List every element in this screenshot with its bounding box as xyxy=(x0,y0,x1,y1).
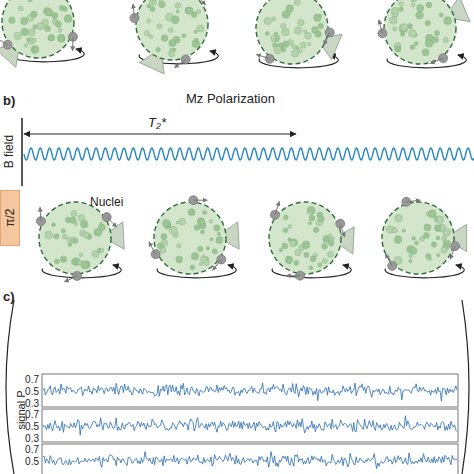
nucleus-sphere xyxy=(0,0,84,67)
tick-label: 0.5 xyxy=(25,456,39,467)
axis-line xyxy=(21,118,23,186)
pulse-label: π/2 xyxy=(3,209,16,227)
nucleus-sphere xyxy=(269,201,354,280)
pulse-box: π/2 xyxy=(0,190,20,246)
tick-label: 0.5 xyxy=(25,386,39,397)
label: b) xyxy=(3,94,15,108)
nucleus-sphere xyxy=(378,0,470,68)
nucleus-sphere xyxy=(382,197,467,277)
bracket xyxy=(462,300,469,474)
label: B field xyxy=(3,135,16,168)
signal-trace xyxy=(43,452,457,469)
plot-frame xyxy=(42,409,458,442)
label: Mz Polarization xyxy=(186,92,275,106)
nucleus-sphere xyxy=(149,196,239,278)
label: c) xyxy=(3,290,15,304)
plot-frame xyxy=(42,374,458,407)
tick-label: 0.7 xyxy=(25,444,39,455)
label: T₂* xyxy=(148,116,166,130)
tick-label: 0.3 xyxy=(25,433,39,444)
bracket xyxy=(6,300,14,474)
tick-label: 0.3 xyxy=(25,398,39,409)
nucleus-sphere xyxy=(36,202,124,282)
signal-trace xyxy=(43,416,457,435)
nucleus-sphere xyxy=(130,0,218,74)
signal-trace xyxy=(43,383,457,401)
tick-label: 0.5 xyxy=(25,421,39,432)
field-wave xyxy=(24,148,474,160)
plot-frame xyxy=(42,444,458,474)
label: Nuclei xyxy=(90,196,123,209)
t2-arrow xyxy=(24,133,296,134)
nucleus-sphere xyxy=(256,0,342,68)
tick-label: 0.7 xyxy=(25,374,39,385)
tick-label: 0.7 xyxy=(25,409,39,420)
